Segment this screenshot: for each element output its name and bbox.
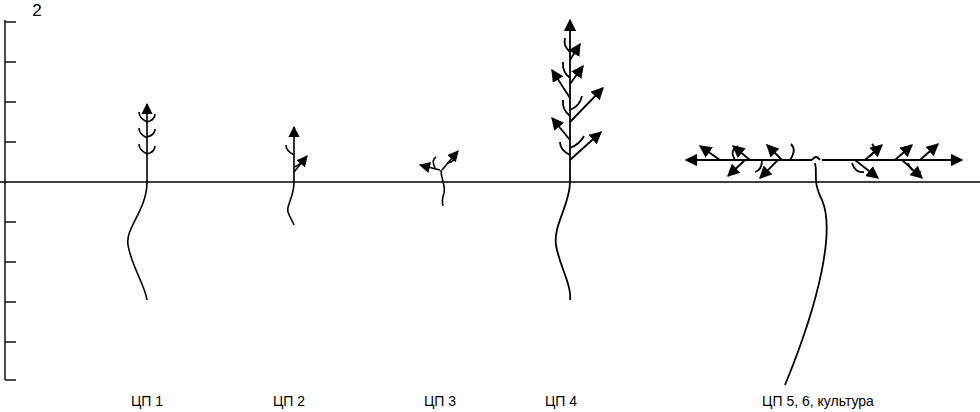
scheme-label: ЦП 1 [131, 394, 163, 408]
plant-4 [552, 20, 603, 300]
plant-3 [420, 151, 458, 206]
scheme-label: ЦП 5, 6, культура [762, 394, 874, 408]
scheme-label: ЦП 3 [424, 394, 456, 408]
plant-2 [286, 127, 307, 225]
scheme-label: ЦП 2 [273, 394, 305, 408]
axis [0, 20, 980, 380]
axis-value: 2 [32, 2, 41, 19]
scheme-label: ЦП 4 [545, 394, 577, 408]
plant-1 [128, 104, 155, 300]
plant-5-6-culture [686, 144, 962, 385]
